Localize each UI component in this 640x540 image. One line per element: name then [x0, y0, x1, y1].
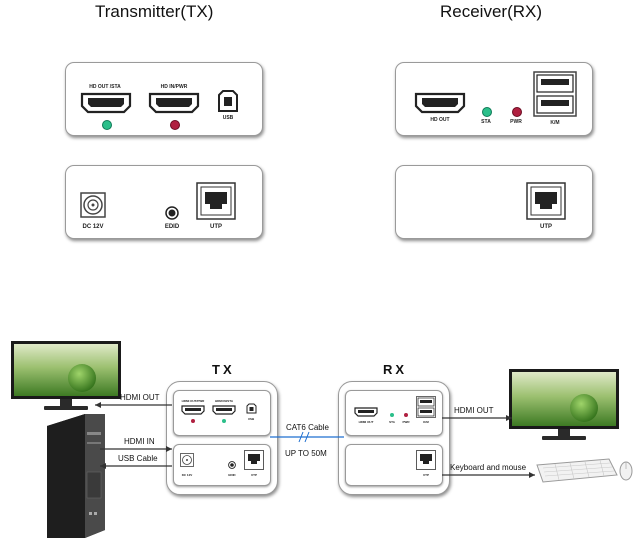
- hdmi-in-label: HDMI IN: [124, 437, 155, 446]
- bottom-tx-device: HDMI OUT/PWR HDMI IN/STA USB DC 12V EDID: [166, 381, 278, 495]
- cat6-label: CAT6 Cable: [286, 423, 329, 432]
- bottom-rx-label: RX: [383, 362, 408, 377]
- tx-back-panel: DC 12V EDID UTP: [65, 165, 263, 239]
- tx-front-port1-label: HD OUT /STA: [89, 84, 121, 90]
- arrow-head: [95, 402, 101, 408]
- arrow-head: [529, 472, 535, 478]
- hdmi-port-icon: [212, 405, 236, 415]
- rx-front-panel: HD OUT STA PWR K/M: [395, 62, 593, 136]
- bottom-tx-label: TX: [212, 362, 235, 377]
- hdmi-port-icon: [148, 92, 200, 114]
- rx-front-port2-label: K/M: [550, 120, 560, 126]
- hdmi-port-icon: [354, 407, 378, 417]
- usb-cable-label: USB Cable: [118, 454, 158, 463]
- rx-back-panel: UTP: [395, 165, 593, 239]
- bottom-tx-back-face: DC 12V EDID UTP: [173, 444, 271, 486]
- mini-rx-p1-label: HDMI OUT: [358, 420, 374, 424]
- mini-rx-b1-label: UTP: [423, 473, 429, 477]
- break-mark: [298, 431, 310, 443]
- tx-front-port3-label: USB: [222, 115, 234, 121]
- tx-front-port2-label: HD IN/PWR: [160, 84, 188, 90]
- mini-tx-led-red: [191, 419, 195, 423]
- tx-back-port1-label: DC 12V: [82, 224, 104, 230]
- edid-button-icon: [228, 461, 236, 469]
- edid-button-icon: [165, 206, 179, 220]
- dc-jack-icon: [80, 192, 106, 218]
- tx-front-status-led: [102, 120, 112, 130]
- usb-b-port-icon: [218, 90, 238, 112]
- pc-tower-icon: [47, 414, 105, 538]
- bottom-rx-back-face: UTP: [345, 444, 443, 486]
- arrow-head: [166, 446, 172, 452]
- rx-front-status-led: [482, 107, 492, 117]
- hdmi-out-left-label: HDMI OUT: [120, 393, 160, 402]
- bottom-tx-front-face: HDMI OUT/PWR HDMI IN/STA USB: [173, 390, 271, 436]
- mini-tx-p3-label: USB: [247, 417, 255, 421]
- usb-a-dual-port-icon: [533, 71, 577, 117]
- mini-tx-b1-label: DC 12V: [181, 473, 193, 477]
- left-monitor-icon: [11, 341, 121, 410]
- mini-tx-b2-label: EDID: [228, 473, 236, 477]
- mini-rx-led-red: [404, 413, 408, 417]
- up-to-label: UP TO 50M: [285, 449, 327, 458]
- dc-jack-icon: [180, 453, 194, 467]
- rx-title: Receiver(RX): [440, 2, 543, 21]
- mini-tx-p1-label: HDMI OUT/PWR: [181, 399, 205, 403]
- rj45-port-icon: [196, 182, 236, 220]
- tx-front-panel: HD OUT /STA HD IN/PWR USB: [65, 62, 263, 136]
- tx-front-power-led: [170, 120, 180, 130]
- tx-back-port2-label: EDID: [164, 224, 180, 230]
- rx-back-port1-label: UTP: [540, 224, 552, 230]
- usb-b-port-icon: [246, 403, 257, 414]
- mini-rx-led-green: [390, 413, 394, 417]
- tx-back-port3-label: UTP: [210, 224, 222, 230]
- arrow-head: [506, 415, 512, 421]
- mini-tx-p2-label: HDMI IN/STA: [214, 399, 234, 403]
- rj45-port-icon: [416, 450, 436, 470]
- mini-rx-l2-label: PWR: [402, 420, 410, 424]
- bottom-rx-front-face: HDMI OUT STA PWR K/M: [345, 390, 443, 436]
- usb-a-dual-port-icon: [416, 396, 436, 418]
- hdmi-port-icon: [414, 92, 466, 114]
- rj45-port-icon: [526, 182, 566, 220]
- hdmi-out-right-label: HDMI OUT: [454, 406, 494, 415]
- keyboard-mouse-label: Keyboard and mouse: [450, 463, 527, 472]
- hdmi-port-icon: [181, 405, 205, 415]
- mini-tx-led-green: [222, 419, 226, 423]
- keyboard-mouse-icon: [536, 458, 633, 483]
- rx-front-led2-label: PWR: [510, 119, 522, 125]
- rx-front-port1-label: HD OUT: [430, 117, 450, 123]
- right-monitor-icon: [509, 369, 619, 440]
- arrow-head: [100, 463, 106, 469]
- rx-front-power-led: [512, 107, 522, 117]
- mini-tx-b3-label: UTP: [251, 473, 257, 477]
- hdmi-port-icon: [80, 92, 132, 114]
- mini-rx-l1-label: STA: [389, 420, 395, 424]
- rx-front-led1-label: STA: [481, 119, 491, 125]
- rj45-port-icon: [244, 450, 264, 470]
- tx-title: Transmitter(TX): [95, 2, 214, 21]
- bottom-rx-device: HDMI OUT STA PWR K/M UTP: [338, 381, 450, 495]
- mini-rx-p2-label: K/M: [423, 420, 429, 424]
